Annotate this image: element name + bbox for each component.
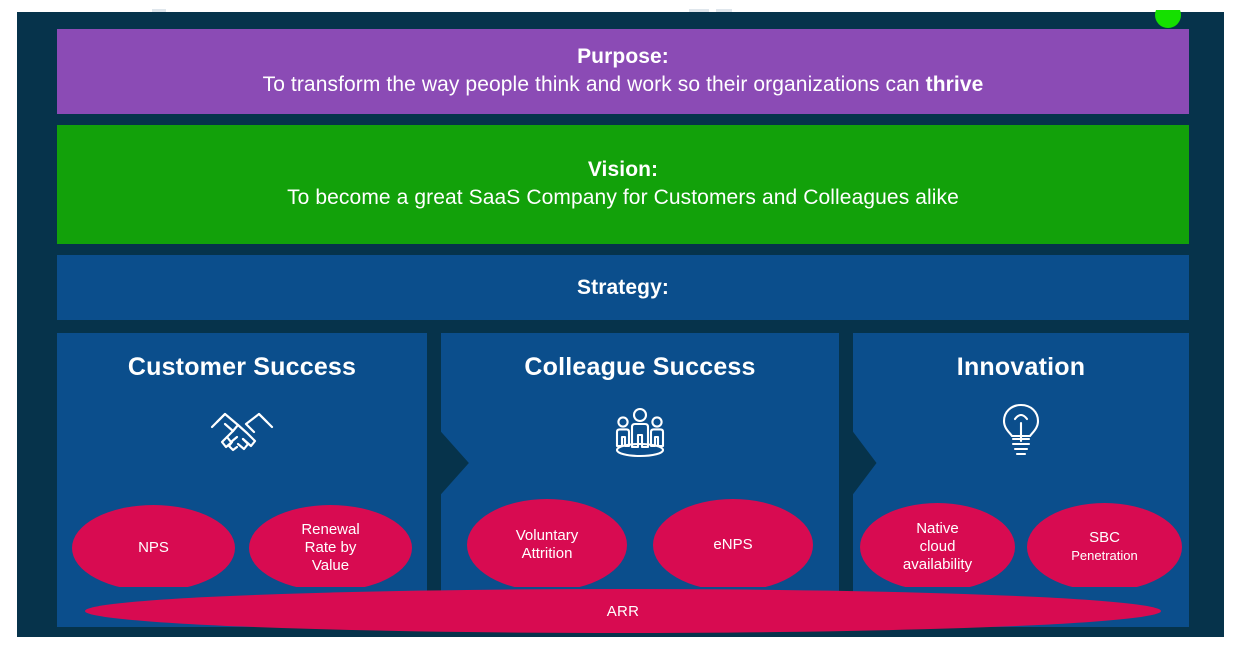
strategy-heading: Strategy: [577, 276, 669, 299]
metric-label: eNPS [713, 536, 753, 553]
cut-text-fragment-left [152, 9, 166, 14]
pillar-customer-success-title: Customer Success [127, 353, 357, 381]
metric-bubble[interactable]: Voluntary Attrition [467, 499, 627, 591]
pillar-innovation-title: Innovation [956, 353, 1086, 381]
metric-label-line: Attrition [521, 545, 573, 562]
metric-bubble[interactable]: NPS [72, 505, 235, 591]
pillar-colleague-success: Colleague Success Voluntary Attrition [441, 333, 839, 593]
metric-label-line: Rate by [304, 539, 357, 556]
vision-banner: Vision: To become a great SaaS Company f… [57, 125, 1189, 244]
strategy-banner: Strategy: [57, 255, 1189, 320]
pillar-customer-success-metrics: NPS Renewal Rate by Value [57, 505, 427, 591]
metric-label: Renewal Rate by Value [301, 521, 359, 575]
metric-bubble[interactable]: Renewal Rate by Value [249, 505, 412, 591]
pillar-innovation-metrics: Native cloud availability SBC Penetratio… [853, 503, 1189, 591]
metric-label-line: Native [916, 520, 959, 537]
pillar-innovation: Innovation Native cloud [853, 333, 1189, 593]
metric-label-sub: Penetration [1071, 548, 1138, 563]
handshake-icon [57, 405, 427, 463]
metric-label: Native cloud availability [903, 520, 972, 574]
metric-label: Voluntary Attrition [516, 527, 579, 563]
pillar-customer-success: Customer Success NPS [57, 333, 427, 593]
pillar-colleague-success-title: Colleague Success [524, 353, 756, 381]
metric-label-line: Voluntary [515, 527, 579, 544]
strategy-pillar-row: Customer Success NPS [57, 333, 1189, 593]
lightbulb-icon [853, 401, 1189, 459]
vision-body: To become a great SaaS Company for Custo… [287, 186, 959, 209]
people-group-icon [441, 405, 839, 461]
metric-bubble[interactable]: Native cloud availability [860, 503, 1015, 591]
purpose-body: To transform the way people think and wo… [263, 70, 984, 100]
status-dot-clip-mask [1148, 0, 1190, 10]
purpose-body-emphasis: thrive [925, 73, 984, 96]
purpose-heading: Purpose: [577, 45, 669, 68]
metric-label: SBC Penetration [1071, 529, 1138, 565]
cut-text-fragment-middle-a [689, 9, 709, 14]
metric-label-line: availability [902, 556, 973, 573]
metric-label-main: SBC [1089, 529, 1120, 546]
arr-band: ARR [57, 587, 1189, 639]
pillar-colleague-success-metrics: Voluntary Attrition eNPS [441, 499, 839, 591]
purpose-body-text: To transform the way people think and wo… [262, 73, 926, 96]
metric-label-line: Value [311, 557, 350, 574]
arr-label: ARR [606, 602, 640, 620]
arr-metric-ellipse[interactable]: ARR [85, 589, 1161, 633]
metric-bubble[interactable]: SBC Penetration [1027, 503, 1182, 591]
metric-bubble[interactable]: eNPS [653, 499, 813, 591]
purpose-banner: Purpose: To transform the way people thi… [57, 29, 1189, 114]
metric-label-line: cloud [919, 538, 956, 555]
cut-text-fragment-middle-b [716, 9, 732, 14]
vision-heading: Vision: [587, 158, 659, 181]
top-cut-chrome-strip [0, 0, 1236, 14]
metric-label: NPS [138, 539, 169, 556]
metric-label-line: Renewal [301, 521, 360, 538]
slide-frame: Purpose: To transform the way people thi… [17, 12, 1224, 637]
